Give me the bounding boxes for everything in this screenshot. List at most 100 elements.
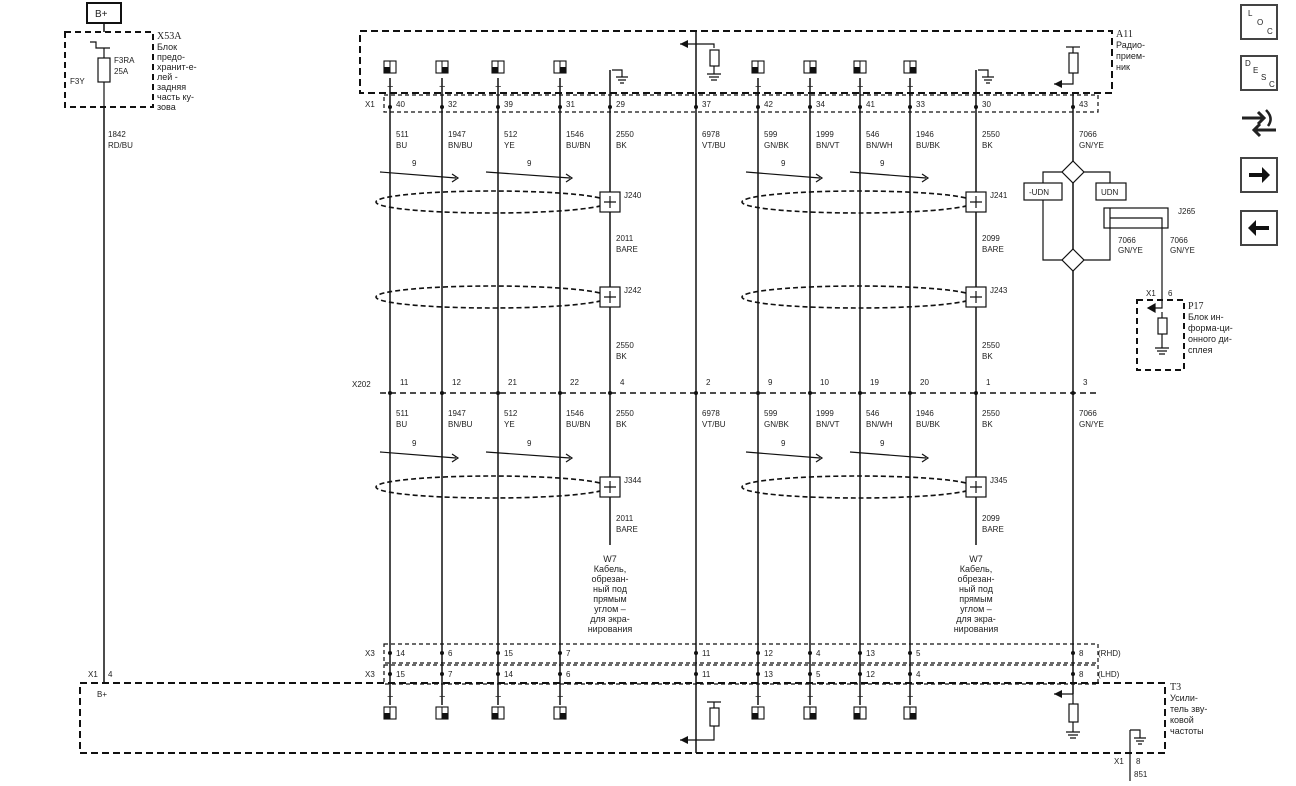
radio-name: A11 (1116, 29, 1133, 40)
svg-text:зова: зова (157, 102, 176, 112)
svg-text:F3Y: F3Y (70, 77, 85, 86)
svg-text:ковой: ковой (1170, 715, 1194, 725)
wire-top-color-5: VT/BU (702, 141, 726, 150)
next-button[interactable] (1240, 157, 1278, 193)
x3-rhd-pin-9: 5 (916, 649, 921, 658)
sign-1: − (439, 81, 445, 93)
x3-rhd-pin-2: 15 (504, 649, 513, 658)
svg-text:X1: X1 (88, 670, 98, 679)
svg-text:J345: J345 (990, 476, 1008, 485)
x3-lhd-label: (LHD) (1098, 670, 1120, 679)
svg-text:прием-: прием- (1116, 51, 1145, 61)
sign-2: + (495, 81, 501, 93)
svg-text:J242: J242 (624, 286, 642, 295)
wire-bot-color-10: BK (982, 420, 993, 429)
x3-lhd-pin-9: 4 (916, 670, 921, 679)
svg-text:углом –: углом – (594, 604, 626, 614)
desc-button[interactable]: D E S C (1240, 55, 1278, 91)
svg-text:9: 9 (781, 439, 786, 448)
amp-sign-7: − (807, 691, 813, 703)
wire-bot-num-6: 599 (764, 409, 778, 418)
x3-rhd-pin-7: 4 (816, 649, 821, 658)
arrow-left-icon (1248, 220, 1269, 236)
x3-lhd-pin-6: 13 (764, 670, 773, 679)
wire-bot-num-4: 2550 (616, 409, 634, 418)
svg-text:X3: X3 (365, 649, 375, 658)
x3-rhd-pin-6: 12 (764, 649, 773, 658)
j265-label: J265 (1178, 207, 1196, 216)
svg-text:Блок: Блок (157, 42, 177, 52)
wire-bot-color-8: BN/WH (866, 420, 893, 429)
svg-text:J243: J243 (990, 286, 1008, 295)
pin-top-11: 43 (1079, 100, 1088, 109)
wire-top-num-4: 2550 (616, 130, 634, 139)
svg-text:J241: J241 (990, 191, 1008, 200)
x3-rhd-pin-1: 6 (448, 649, 453, 658)
svg-text:BARE: BARE (982, 245, 1004, 254)
column-wires: 40+511BU11511BU1415+32−1947BN/BU121947BN… (383, 60, 1104, 753)
wire-bot-num-10: 2550 (982, 409, 1000, 418)
svg-text:7066: 7066 (1118, 236, 1136, 245)
svg-text:обрезан-: обрезан- (591, 574, 628, 584)
wire-bot-num-0: 511 (396, 409, 409, 418)
pin-top-2: 39 (504, 100, 513, 109)
amp-resistor-right (1068, 703, 1079, 723)
x202-label: X202 (352, 380, 371, 389)
loc-button[interactable]: L O C (1240, 4, 1278, 40)
svg-text:предо-: предо- (157, 52, 185, 62)
wire-top-color-4: BK (616, 141, 627, 150)
sign-6: + (755, 81, 761, 93)
svg-text:X1: X1 (1114, 757, 1124, 766)
svg-text:X1: X1 (1146, 289, 1156, 298)
udn-network (1042, 160, 1169, 300)
swap-arrows-icon[interactable] (1238, 104, 1280, 144)
svg-text:9: 9 (781, 159, 786, 168)
wire-top-num-0: 511 (396, 130, 409, 139)
svg-text:851: 851 (1134, 770, 1148, 779)
pin-top-7: 34 (816, 100, 825, 109)
svg-text:-UDN: -UDN (1029, 188, 1049, 197)
wire-top-num-7: 1999 (816, 130, 834, 139)
svg-text:нирования: нирования (588, 624, 633, 634)
svg-text:BARE: BARE (616, 525, 638, 534)
arrow-right-icon (1249, 167, 1270, 183)
wire-bot-color-5: VT/BU (702, 420, 726, 429)
j265-wires: 7066 GN/YE 7066 GN/YE (1118, 236, 1195, 255)
pin-top-9: 33 (916, 100, 925, 109)
svg-text:J240: J240 (624, 191, 642, 200)
wire-top-color-9: BU/BK (916, 141, 941, 150)
sign-8: + (857, 81, 863, 93)
svg-text:RD/BU: RD/BU (108, 141, 133, 150)
svg-text:9: 9 (527, 439, 532, 448)
busbar-symbol (90, 41, 110, 49)
wire-bot-color-1: BN/BU (448, 420, 473, 429)
svg-text:BK: BK (982, 352, 993, 361)
pin-top-0: 40 (396, 100, 405, 109)
svg-text:F3RA: F3RA (114, 56, 135, 65)
wire-bot-color-6: GN/BK (764, 420, 790, 429)
amp-sign-6: + (755, 691, 761, 703)
svg-text:BK: BK (616, 352, 627, 361)
svg-text:задняя: задняя (157, 82, 186, 92)
radio-a11-box (359, 30, 1113, 94)
pin-top-8: 41 (866, 100, 875, 109)
svg-text:Блок ин-: Блок ин- (1188, 312, 1224, 322)
svg-text:Кабель,: Кабель, (594, 564, 626, 574)
twist-marks (379, 171, 930, 463)
radio-desc: Радио- прием- ник (1116, 40, 1145, 72)
amp-sign-2: + (495, 691, 501, 703)
wire-bot-num-1: 1947 (448, 409, 466, 418)
svg-text:UDN: UDN (1101, 188, 1119, 197)
wire-bot-color-7: BN/VT (816, 420, 840, 429)
prev-button[interactable] (1240, 210, 1278, 246)
drain-wire-labels: 2011 BARE 2099 BARE 2550 BK 2550 BK 2011… (616, 234, 1004, 534)
x3-rhd-pin-3: 7 (566, 649, 571, 658)
pin-mid-3: 22 (570, 378, 579, 387)
amp-desc: Усили- тель зву- ковой частоты (1170, 693, 1207, 736)
wire-top-num-6: 599 (764, 130, 778, 139)
svg-text:2099: 2099 (982, 514, 1000, 523)
pin-mid-0: 11 (400, 378, 409, 387)
pin-mid-2: 21 (508, 378, 517, 387)
svg-text:GN/YE: GN/YE (1170, 246, 1195, 255)
bplus-label: B+ (95, 9, 108, 20)
